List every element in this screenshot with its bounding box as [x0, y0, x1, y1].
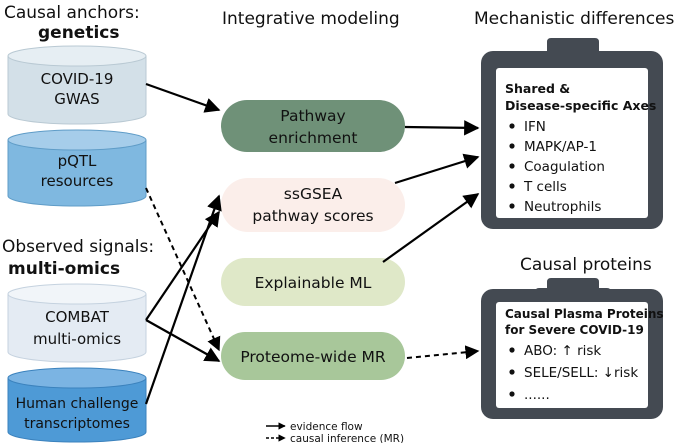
clipboard-axes: Shared & Disease-specific Axes IFN MAPK/… — [481, 38, 663, 229]
pill-ssgsea: ssGSEA pathway scores — [221, 178, 405, 232]
causal-proteins-header: Causal proteins — [520, 255, 652, 275]
axes-item: T cells — [523, 179, 567, 195]
proteins-item: SELE/SELL: ↓risk — [524, 365, 638, 381]
axes-title-line2: Disease-specific Axes — [505, 98, 656, 113]
integrative-header: Integrative modeling — [222, 9, 400, 29]
cylinder-human-challenge: Human challenge transcriptomes — [7, 367, 147, 443]
cylinder-pqtl-line2: resources — [41, 172, 114, 190]
pill-pathway-line2: enrichment — [269, 129, 358, 147]
legend-solid-label: evidence flow — [290, 421, 363, 433]
cylinder-pqtl-line1: pQTL — [58, 152, 97, 170]
cylinder-human-line2: transcriptomes — [24, 416, 130, 432]
proteins-title-line2: for Severe COVID-19 — [505, 323, 644, 337]
axes-title-line1: Shared & — [505, 81, 570, 96]
arrow-combat-to-mr — [145, 319, 221, 362]
arrow-pathway-to-axes — [404, 120, 480, 136]
axes-item: Coagulation — [524, 159, 605, 175]
proteins-title-line1: Causal Plasma Proteins — [505, 307, 664, 321]
legend-dashed-label: causal inference (MR) — [290, 433, 404, 443]
pill-ssgsea-line1: ssGSEA — [284, 185, 343, 203]
clipboard-proteins: Causal Plasma Proteins for Severe COVID-… — [481, 278, 664, 419]
mechanistic-header: Mechanistic differences — [474, 9, 674, 29]
signals-header-line1: Observed signals: — [2, 237, 154, 257]
axes-item: MAPK/AP-1 — [524, 139, 597, 155]
cylinder-covid-gwas: COVID-19 GWAS — [7, 45, 147, 125]
arrow-ssgsea-to-axes — [394, 153, 480, 185]
axes-item: Neutrophils — [524, 199, 601, 215]
pill-ml-label: Explainable ML — [255, 274, 372, 292]
pill-mr-label: Proteome-wide MR — [240, 348, 386, 366]
arrow-ml-to-axes — [382, 193, 480, 263]
cylinder-combat: COMBAT multi-omics — [7, 283, 147, 363]
pill-pathway-enrichment: Pathway enrichment — [221, 100, 405, 152]
pill-explainable-ml: Explainable ML — [221, 258, 405, 306]
signals-header-line2: multi-omics — [8, 259, 120, 279]
cylinder-gwas-line1: COVID-19 — [41, 70, 114, 88]
cylinder-human-line1: Human challenge — [16, 396, 139, 412]
pill-ssgsea-line2: pathway scores — [252, 207, 373, 225]
cylinder-pqtl: pQTL resources — [7, 129, 147, 207]
arrow-pqtl-to-mr-dashed — [145, 187, 221, 352]
proteins-item: ABO: ↑ risk — [524, 343, 601, 359]
legend: evidence flow causal inference (MR) — [266, 421, 404, 443]
anchors-header-line2: genetics — [38, 23, 119, 43]
arrow-human-to-ssgsea — [144, 194, 222, 405]
pill-pathway-line1: Pathway — [280, 107, 345, 125]
cylinder-combat-line2: multi-omics — [33, 330, 121, 348]
cylinder-gwas-line2: GWAS — [54, 90, 99, 108]
arrow-gwas-to-pathway — [145, 82, 221, 113]
proteins-item: ...... — [524, 387, 550, 403]
axes-item: IFN — [524, 119, 546, 135]
anchors-header-line1: Causal anchors: — [4, 3, 140, 23]
pill-proteome-mr: Proteome-wide MR — [221, 332, 405, 380]
cylinder-combat-line1: COMBAT — [45, 308, 110, 326]
arrow-mr-to-proteins-dashed — [406, 345, 480, 360]
